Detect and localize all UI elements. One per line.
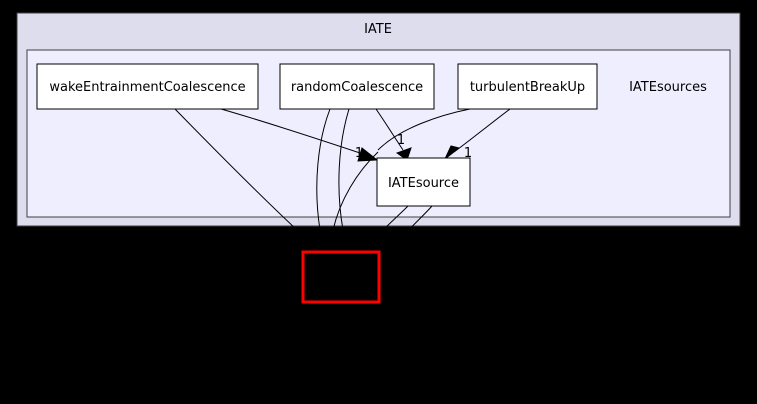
edge-iatesource-down-2-path [405, 205, 433, 234]
edge-random-to-iatesource-arrowhead [395, 147, 412, 161]
node-randomCoalescence-box[interactable] [279, 63, 435, 110]
edge-label-wake-count: 1 [355, 146, 363, 161]
edge-turbulent-to-iatesource [444, 108, 511, 160]
node-randomCoalescence[interactable]: randomCoalescence [279, 63, 435, 110]
edge-random-down-1-path [316, 108, 331, 231]
node-highlighted-empty[interactable] [301, 250, 381, 304]
edge-random-down-2-path [338, 108, 350, 231]
edge-turbulent-sweep-path [377, 108, 471, 151]
node-highlighted-empty-box[interactable] [301, 250, 381, 304]
edge-random-down-2 [338, 108, 350, 231]
node-randomCoalescence-label: randomCoalescence [291, 80, 423, 95]
node-IATEsource-box[interactable] [376, 157, 471, 207]
outer-cluster-label: IATE [364, 22, 392, 37]
node-wakeEntrainmentCoalescence-label: wakeEntrainmentCoalescence [49, 80, 245, 95]
node-wakeEntrainmentCoalescence[interactable]: wakeEntrainmentCoalescence [36, 63, 259, 110]
edge-random-to-iatesource-path [375, 108, 404, 151]
node-turbulentBreakUp[interactable]: turbulentBreakUp [457, 63, 598, 110]
node-turbulentBreakUp-label: turbulentBreakUp [470, 80, 585, 95]
edge-random-to-iatesource [375, 108, 412, 161]
edge-wake-down-left [174, 108, 298, 231]
edge-wake-to-iatesource-path [220, 108, 367, 156]
edge-turbulent-sweep-to-iatesource [377, 108, 471, 151]
node-IATEsource-label: IATEsource [388, 176, 459, 191]
edge-iatesource-down-2 [405, 205, 433, 234]
edge-label-random-count: 1 [397, 133, 405, 148]
edge-label-layer: 1 1 1 [355, 133, 472, 161]
edge-sweep-down [332, 151, 379, 231]
node-turbulentBreakUp-box[interactable] [457, 63, 598, 110]
edge-label-turbulent-count: 1 [464, 146, 472, 161]
edge-sweep-down-path [332, 151, 379, 231]
edge-turbulent-to-iatesource-arrowhead [444, 145, 461, 160]
node-IATEsource[interactable]: IATEsource [376, 157, 471, 207]
node-wakeEntrainmentCoalescence-box[interactable] [36, 63, 259, 110]
edge-wake-down-left-path [174, 108, 298, 231]
inner-cluster-label: IATEsources [629, 80, 707, 95]
edge-iatesource-down-1 [379, 205, 409, 234]
edge-layer [174, 108, 511, 234]
edge-iatesource-down-1-path [379, 205, 409, 234]
edge-random-down-1 [316, 108, 331, 231]
